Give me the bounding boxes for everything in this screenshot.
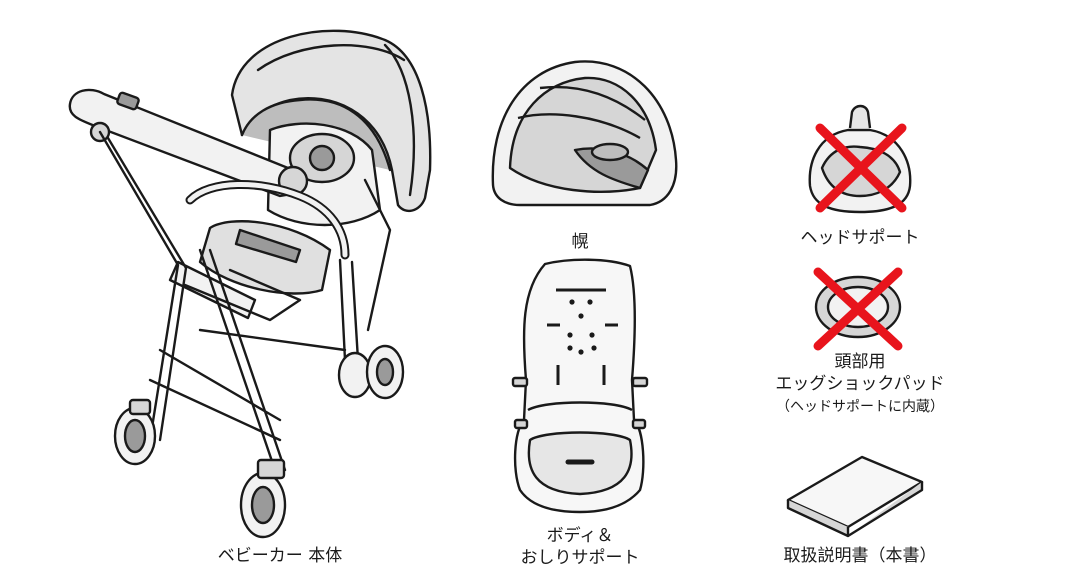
cross-mark-icon — [815, 123, 907, 213]
label-head-support: ヘッドサポート — [800, 228, 920, 248]
label-egg-pad-2: エッグショックパッド — [775, 374, 945, 394]
label-body-hip-support-1: ボディ＆ — [546, 526, 614, 546]
seat-pad-icon — [511, 258, 649, 514]
canopy-icon — [491, 60, 678, 207]
label-body-hip-support-2: おしりサポート — [520, 548, 640, 568]
label-manual: 取扱説明書（本書） — [783, 546, 937, 566]
stroller-icon — [68, 29, 432, 539]
label-stroller-body: ベビーカー 本体 — [217, 546, 343, 566]
cross-mark-icon — [813, 267, 903, 351]
label-egg-pad-note: （ヘッドサポートに内蔵） — [776, 399, 944, 415]
label-canopy: 幌 — [571, 232, 589, 252]
label-egg-pad-1: 頭部用 — [834, 352, 886, 372]
manual-icon — [786, 455, 924, 538]
